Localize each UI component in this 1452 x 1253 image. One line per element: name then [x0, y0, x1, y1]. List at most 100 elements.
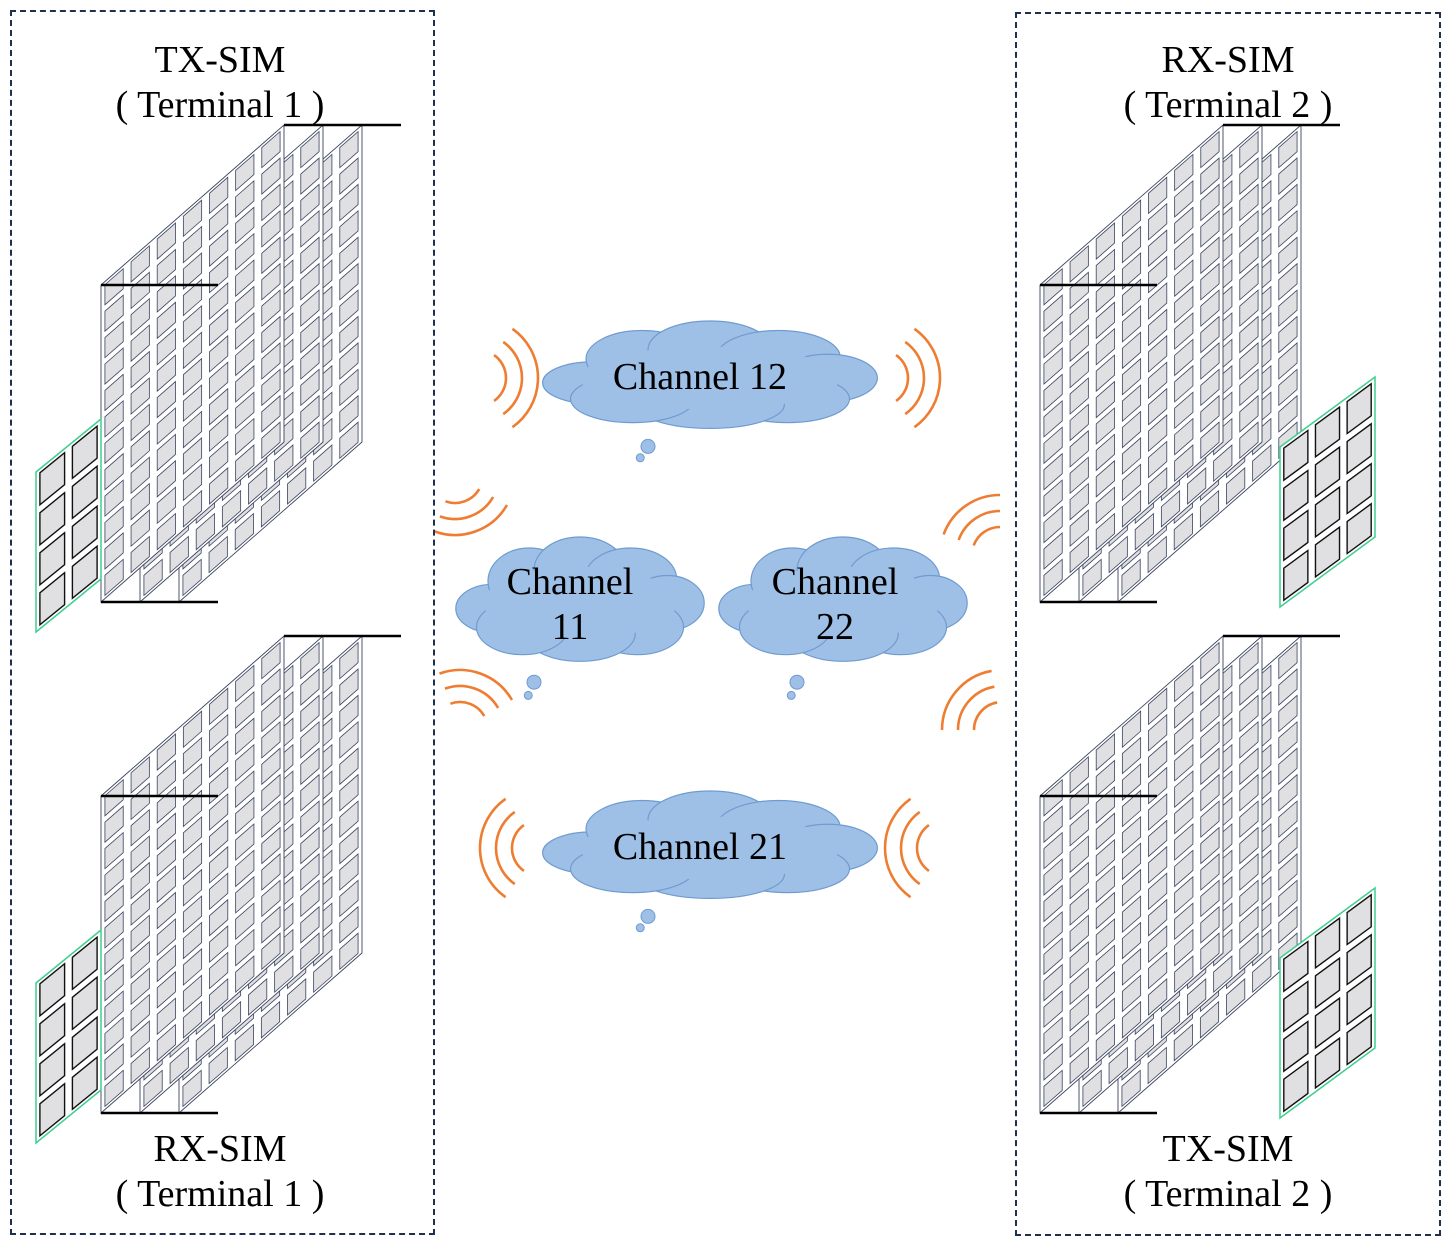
meta-atom: [339, 932, 359, 971]
meta-atom: [209, 334, 229, 373]
meta-atom: [1239, 236, 1259, 275]
meta-atom: [1239, 315, 1259, 354]
meta-atom: [261, 720, 281, 759]
meta-atom: [235, 364, 255, 403]
tx-sim-terminal-1-label: TX-SIM ( Terminal 1 ): [70, 38, 370, 128]
meta-atom: [182, 815, 203, 854]
meta-atom: [1121, 410, 1142, 449]
meta-atom: [1213, 955, 1233, 993]
meta-atom: [1174, 312, 1194, 350]
meta-atom: [1121, 974, 1142, 1013]
waves-channel-21-left: [478, 797, 525, 899]
antenna-element: [1283, 509, 1309, 562]
meta-atom: [339, 130, 359, 169]
wave-arc: [972, 701, 998, 731]
meta-atom: [1121, 225, 1142, 264]
meta-atom: [1174, 232, 1194, 271]
meta-atom: [1239, 368, 1259, 407]
meta-atom: [1043, 505, 1063, 544]
meta-atom: [1069, 429, 1089, 468]
meta-atom: [339, 421, 359, 460]
meta-atom: [104, 452, 124, 491]
meta-atom: [1069, 861, 1089, 900]
antenna-element: [1283, 980, 1309, 1033]
meta-atom: [182, 763, 203, 801]
meta-atom: [209, 740, 229, 779]
cloud-tail-bubble: [786, 690, 796, 700]
meta-atom: [1174, 796, 1194, 835]
meta-atom: [1121, 384, 1142, 423]
meta-atom: [1148, 740, 1168, 779]
meta-atom: [1095, 380, 1115, 419]
meta-atom: [235, 285, 255, 324]
meta-atom: [1200, 747, 1220, 786]
meta-atom: [261, 668, 281, 706]
meta-atom: [1043, 479, 1063, 518]
meta-atom: [1148, 282, 1168, 320]
meta-atom: [1069, 888, 1089, 926]
meta-atom: [1200, 905, 1220, 944]
meta-atom: [1199, 489, 1220, 528]
meta-atom: [1095, 944, 1115, 983]
meta-atom: [261, 236, 281, 275]
meta-atom: [1069, 835, 1089, 874]
meta-atom: [209, 282, 229, 320]
meta-atom: [300, 932, 320, 971]
meta-atom: [1069, 756, 1089, 794]
meta-atom: [1239, 747, 1259, 786]
meta-atom: [235, 875, 255, 914]
meta-atom: [1174, 179, 1194, 218]
meta-atom: [261, 826, 281, 865]
meta-atom: [1069, 967, 1089, 1006]
meta-atom: [261, 879, 281, 918]
meta-atom: [1174, 444, 1194, 482]
meta-atom: [300, 773, 320, 812]
meta-atom: [1239, 694, 1259, 733]
meta-atom: [143, 1069, 163, 1108]
meta-atom: [1095, 997, 1115, 1036]
meta-atom: [182, 384, 203, 423]
meta-atom: [300, 130, 320, 169]
meta-atom: [182, 357, 203, 396]
tx-sim-terminal-1-subtitle: ( Terminal 1 ): [115, 84, 325, 126]
antenna-element: [1283, 469, 1309, 522]
meta-atom: [1174, 417, 1194, 456]
meta-atom: [1252, 955, 1272, 993]
meta-atom: [235, 717, 255, 756]
meta-atom: [1278, 826, 1298, 865]
meta-atom: [1174, 259, 1194, 298]
meta-atom: [182, 463, 203, 502]
meta-atom: [182, 489, 203, 528]
meta-atom: [104, 1069, 124, 1108]
meta-atom: [1069, 509, 1089, 548]
meta-atom: [195, 1023, 215, 1062]
meta-atom: [182, 558, 202, 597]
meta-atom: [1148, 361, 1168, 400]
meta-atom: [104, 426, 124, 465]
meta-atom: [1121, 815, 1142, 854]
meta-atom: [1043, 963, 1063, 1002]
meta-atom: [1043, 937, 1063, 976]
meta-atom: [1069, 456, 1089, 495]
wave-arc: [449, 700, 486, 717]
meta-atom: [1121, 1069, 1141, 1108]
waves-terminal-2-tx: [940, 669, 998, 731]
waves-channel-21-right: [883, 797, 930, 899]
meta-atom: [1278, 209, 1298, 248]
meta-atom: [1043, 884, 1063, 923]
meta-atom: [1174, 902, 1194, 941]
meta-atom: [339, 262, 359, 301]
antenna-element: [1314, 996, 1341, 1050]
meta-atom: [182, 921, 203, 960]
waves-channel-12-right: [895, 327, 942, 429]
antenna-element: [1283, 1020, 1309, 1073]
meta-atom: [182, 252, 203, 290]
meta-atom: [1200, 262, 1220, 301]
wave-arc: [439, 496, 495, 521]
meta-atom: [209, 440, 229, 479]
antenna-element: [1283, 940, 1309, 993]
meta-atom: [1148, 819, 1168, 858]
meta-atom: [1278, 289, 1298, 328]
meta-atom: [300, 368, 320, 407]
meta-atom: [1043, 805, 1063, 844]
